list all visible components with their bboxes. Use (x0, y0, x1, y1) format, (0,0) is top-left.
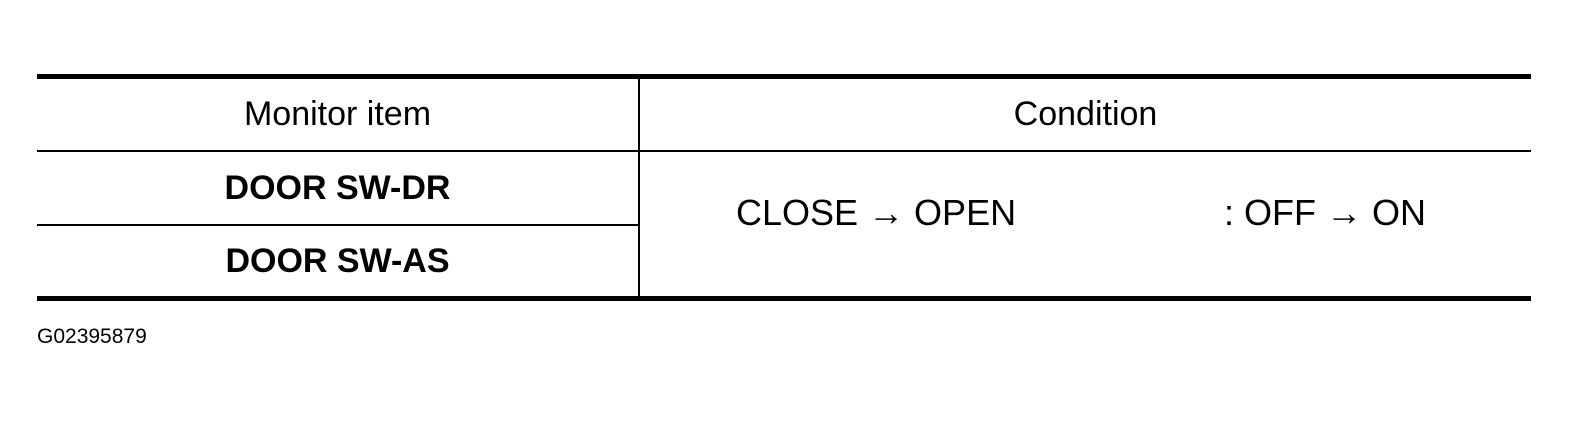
table-header-rule (37, 150, 1531, 152)
monitor-condition-table: Monitor item Condition DOOR SW-DR DOOR S… (37, 74, 1531, 301)
monitor-item-door-sw-dr: DOOR SW-DR (224, 168, 451, 207)
monitor-item-door-sw-as: DOOR SW-AS (225, 241, 450, 280)
header-monitor-item: Monitor item (243, 95, 432, 133)
figure-id: G02395879 (37, 325, 147, 348)
table-bottom-rule (37, 296, 1531, 301)
header-condition: Condition (1013, 95, 1158, 133)
condition-result: : OFF → ON (1224, 192, 1426, 233)
condition-change: CLOSE → OPEN (736, 192, 1017, 233)
table-row-divider (37, 224, 640, 226)
table-column-divider (638, 78, 640, 297)
table-top-rule (37, 74, 1531, 79)
